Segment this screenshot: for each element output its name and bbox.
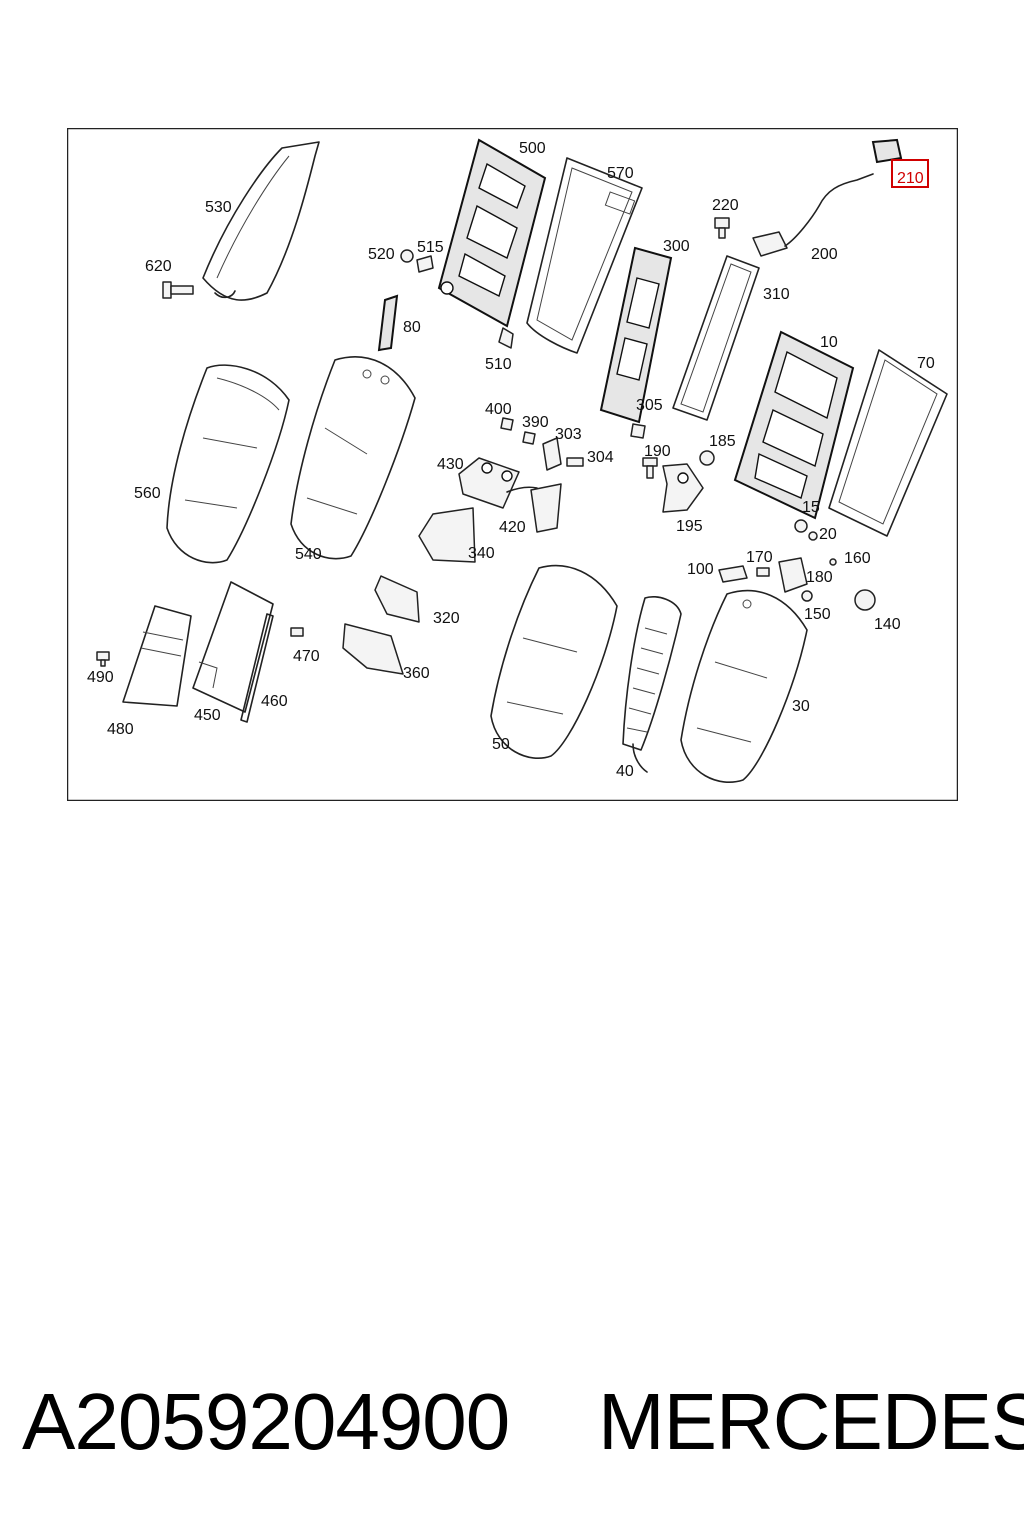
callout-30: 30 bbox=[792, 698, 810, 715]
part-530-bolster-cover bbox=[202, 141, 320, 301]
part-450-side-panel bbox=[192, 581, 274, 713]
part-560-backrest-cushion bbox=[166, 364, 290, 564]
callout-430: 430 bbox=[437, 456, 464, 473]
part-320-cover bbox=[374, 575, 420, 623]
part-420-latch bbox=[506, 483, 562, 533]
part-480-armrest bbox=[122, 605, 192, 707]
callout-460: 460 bbox=[261, 693, 288, 710]
part-15-washer bbox=[794, 519, 808, 533]
callout-570: 570 bbox=[607, 165, 634, 182]
part-300-center-frame bbox=[599, 246, 673, 424]
part-number: A2059204900 bbox=[22, 1377, 510, 1466]
callout-540: 540 bbox=[295, 546, 322, 563]
part-340-cover bbox=[418, 507, 476, 563]
callout-195: 195 bbox=[676, 518, 703, 535]
callout-560: 560 bbox=[134, 485, 161, 502]
footer: A2059204900 MERCEDES bbox=[0, 1372, 1024, 1472]
part-460-strip bbox=[240, 613, 274, 723]
callout-140: 140 bbox=[874, 616, 901, 633]
callout-70: 70 bbox=[917, 355, 935, 372]
part-303-bracket bbox=[542, 437, 562, 471]
part-20-nut bbox=[808, 531, 818, 541]
callout-15: 15 bbox=[802, 499, 820, 516]
callout-420: 420 bbox=[499, 519, 526, 536]
part-185-knob bbox=[699, 450, 715, 466]
part-140-actuator bbox=[854, 589, 876, 611]
callout-470: 470 bbox=[293, 648, 320, 665]
diagram-canvas: 500 570 210 220 200 530 520 515 300 620 … bbox=[67, 128, 958, 801]
callout-190: 190 bbox=[644, 443, 671, 460]
callout-300: 300 bbox=[663, 238, 690, 255]
part-70-panel bbox=[828, 349, 948, 537]
callout-100: 100 bbox=[687, 561, 714, 578]
part-510-clip bbox=[498, 327, 514, 349]
part-310-panel bbox=[672, 255, 760, 421]
part-10-main-frame bbox=[733, 330, 855, 520]
callout-303: 303 bbox=[555, 426, 582, 443]
part-150-nut bbox=[801, 590, 813, 602]
callout-390: 390 bbox=[522, 414, 549, 431]
callout-340: 340 bbox=[468, 545, 495, 562]
callout-20: 20 bbox=[819, 526, 837, 543]
callout-304: 304 bbox=[587, 449, 614, 466]
callout-170: 170 bbox=[746, 549, 773, 566]
part-80-strut bbox=[377, 294, 399, 352]
callout-10: 10 bbox=[820, 334, 838, 351]
callout-520: 520 bbox=[368, 246, 395, 263]
callout-310: 310 bbox=[763, 286, 790, 303]
callout-220: 220 bbox=[712, 197, 739, 214]
callout-highlight-box bbox=[891, 159, 929, 188]
part-170-bolt bbox=[756, 567, 770, 577]
part-190-bolt bbox=[642, 457, 658, 479]
callout-180: 180 bbox=[806, 569, 833, 586]
callout-620: 620 bbox=[145, 258, 172, 275]
callout-490: 490 bbox=[87, 669, 114, 686]
callout-450: 450 bbox=[194, 707, 221, 724]
part-30-seat-cushion bbox=[680, 589, 808, 783]
part-160-screw bbox=[829, 558, 837, 566]
callout-320: 320 bbox=[433, 610, 460, 627]
part-220-bolt bbox=[714, 217, 730, 239]
part-360-cover bbox=[342, 623, 404, 675]
callout-210: 210 bbox=[897, 170, 924, 187]
part-515-clip bbox=[416, 255, 434, 273]
part-195-hinge bbox=[662, 463, 704, 513]
part-620-pin bbox=[162, 281, 194, 299]
part-490-bolt bbox=[96, 651, 110, 667]
part-180-hinge bbox=[778, 557, 808, 593]
callout-185: 185 bbox=[709, 433, 736, 450]
brand-name: MERCEDES bbox=[598, 1377, 1024, 1466]
part-50-seat-cushion bbox=[490, 564, 618, 759]
parts-diagram: 500 570 210 220 200 530 520 515 300 620 … bbox=[67, 128, 958, 801]
part-40-heater-mat bbox=[622, 596, 682, 773]
callout-400: 400 bbox=[485, 401, 512, 418]
callout-150: 150 bbox=[804, 606, 831, 623]
callout-360: 360 bbox=[403, 665, 430, 682]
part-390-clip bbox=[522, 431, 536, 445]
callout-40: 40 bbox=[616, 763, 634, 780]
part-304-bolt bbox=[566, 457, 584, 467]
part-520-washer bbox=[400, 249, 414, 263]
callout-50: 50 bbox=[492, 736, 510, 753]
part-305-clip bbox=[630, 423, 646, 439]
callout-80: 80 bbox=[403, 319, 421, 336]
callout-160: 160 bbox=[844, 550, 871, 567]
part-470-bolt bbox=[290, 627, 304, 637]
callout-515: 515 bbox=[417, 239, 444, 256]
part-500-backrest-frame bbox=[437, 138, 547, 328]
callout-200: 200 bbox=[811, 246, 838, 263]
part-100-clip bbox=[718, 565, 748, 583]
part-540-backrest-cushion bbox=[290, 356, 416, 560]
part-200-cable-harness bbox=[752, 173, 874, 257]
part-210-connector bbox=[871, 138, 903, 164]
callout-510: 510 bbox=[485, 356, 512, 373]
callout-305: 305 bbox=[636, 397, 663, 414]
part-570-backrest-panel bbox=[526, 157, 643, 354]
part-400-clip bbox=[500, 417, 514, 431]
callout-500: 500 bbox=[519, 140, 546, 157]
callout-530: 530 bbox=[205, 199, 232, 216]
callout-480: 480 bbox=[107, 721, 134, 738]
